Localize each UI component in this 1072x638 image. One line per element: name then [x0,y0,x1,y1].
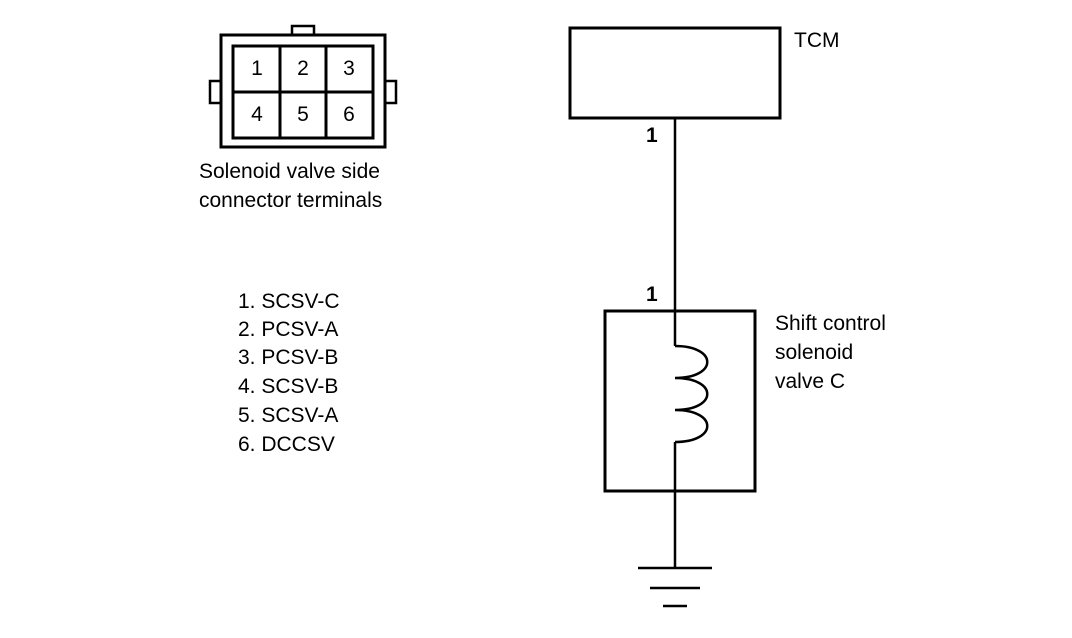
terminal-2: 2 [297,57,309,80]
legend-item: 4. SCSV-B [238,375,339,398]
terminal-3: 3 [343,57,355,80]
terminal-1: 1 [251,57,263,80]
solenoid-box [603,309,757,493]
tcm-label: TCM [794,29,840,52]
terminal-5: 5 [297,103,309,126]
legend-item: 2. PCSV-A [238,318,339,341]
solenoid-label-line2: solenoid [775,341,854,364]
solenoid-label-line1: Shift control [775,312,886,335]
solenoid-pin-number: 1 [646,283,658,306]
tcm-box [568,26,782,120]
terminal-6: 6 [343,103,355,126]
legend-item: 3. PCSV-B [238,346,339,369]
legend-item: 5. SCSV-A [238,404,339,427]
legend-item: 6. DCCSV [238,433,335,456]
solenoid-label-line3: valve C [775,370,846,393]
ground-icon [638,566,712,608]
connector-caption-line2: connector terminals [199,189,383,212]
coil-icon [674,344,709,444]
legend-item: 1. SCSV-C [238,290,340,313]
tcm-pin-number: 1 [646,124,658,147]
terminal-4: 4 [251,103,263,126]
connector-caption-line1: Solenoid valve side [199,160,380,183]
